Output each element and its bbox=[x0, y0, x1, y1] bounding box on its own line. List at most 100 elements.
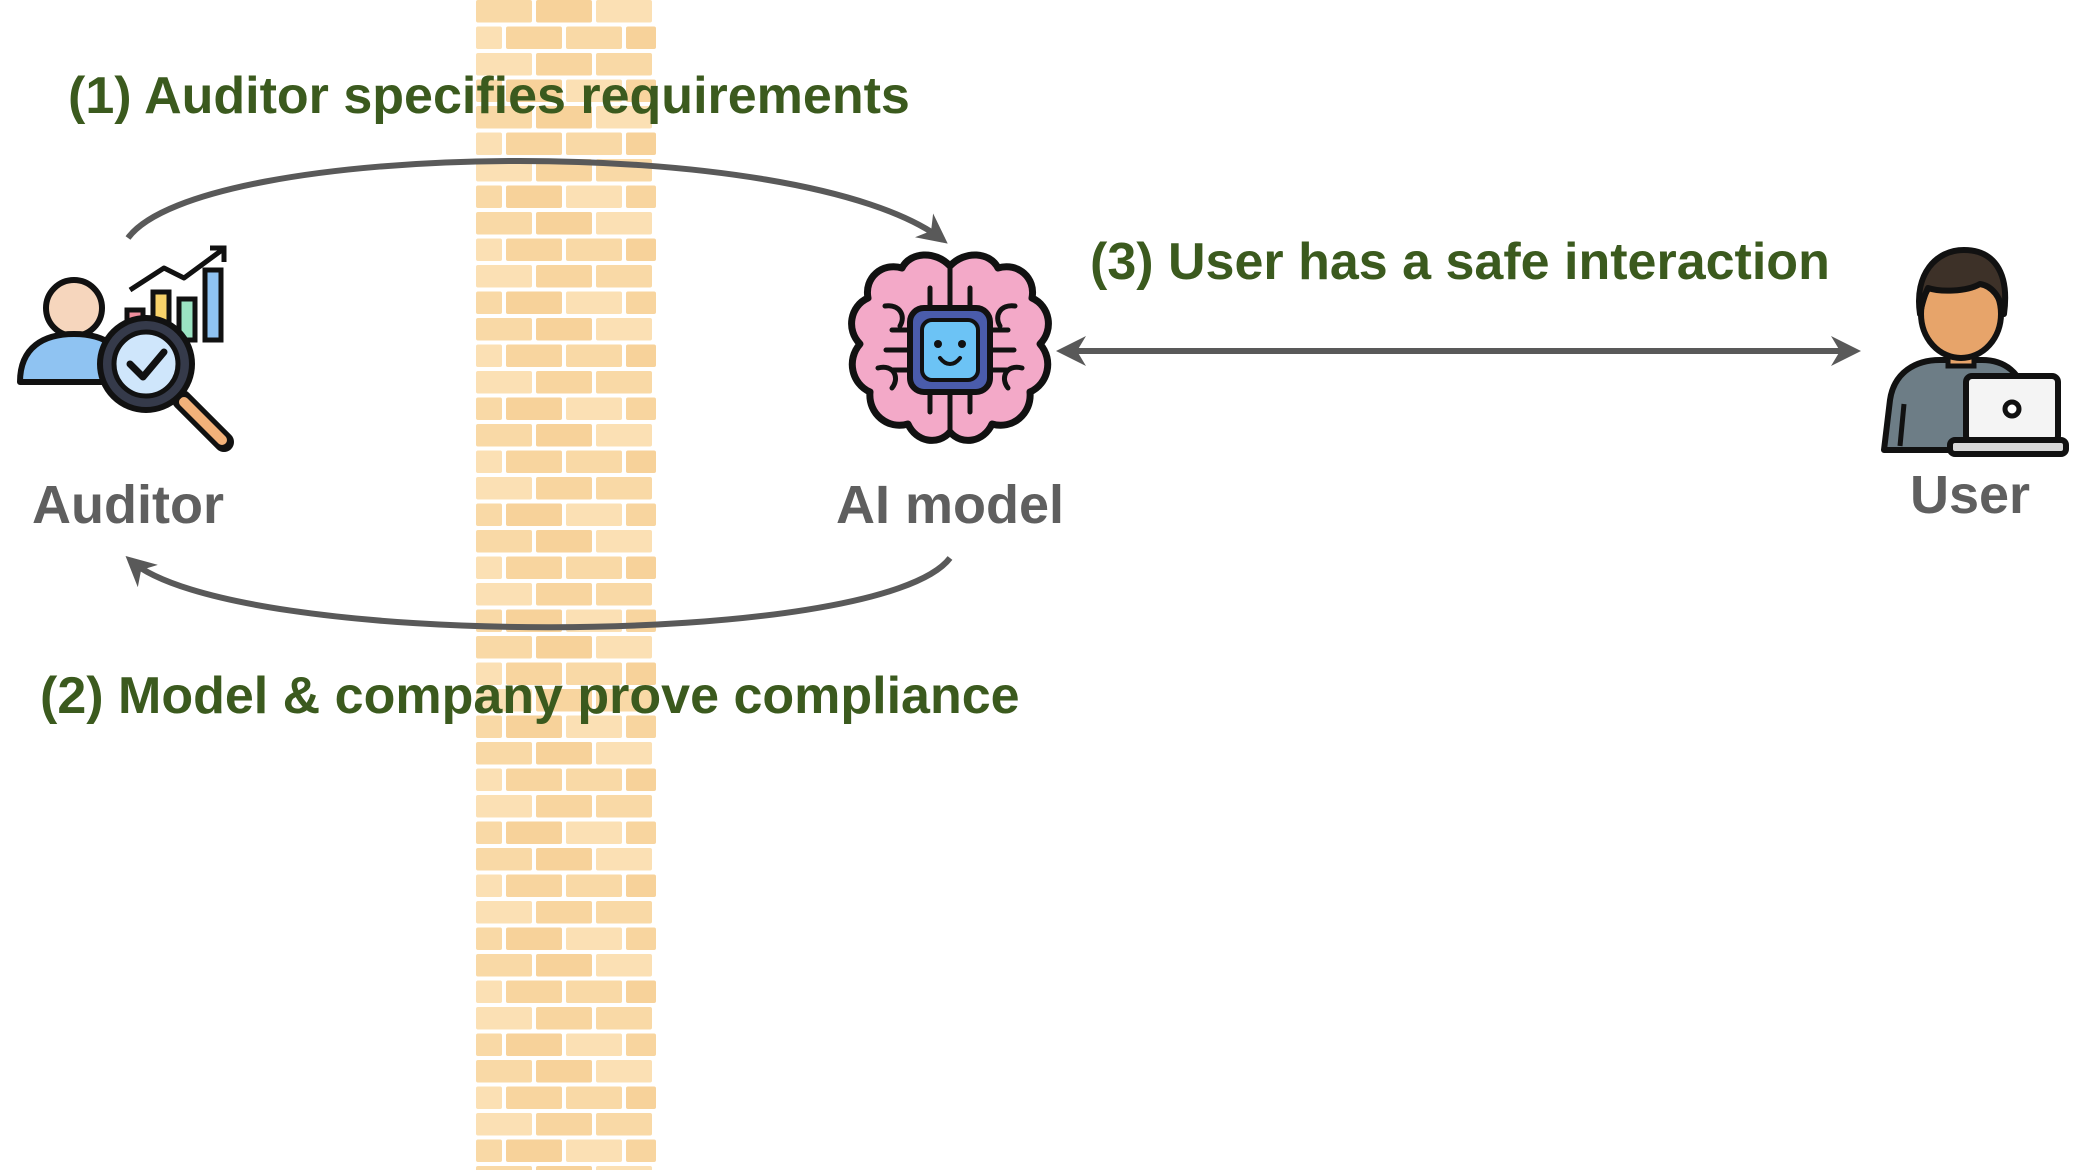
brick bbox=[536, 795, 592, 818]
brick bbox=[566, 132, 622, 155]
brick bbox=[626, 662, 656, 685]
brick bbox=[566, 821, 622, 844]
brick bbox=[476, 344, 502, 367]
brick bbox=[506, 874, 562, 897]
brick bbox=[476, 503, 502, 526]
step3-label: (3) User has a safe interaction bbox=[1090, 233, 1830, 291]
brick bbox=[536, 742, 592, 765]
brick bbox=[506, 397, 562, 420]
brick bbox=[536, 583, 592, 606]
brick bbox=[626, 874, 656, 897]
brick bbox=[596, 795, 652, 818]
brick bbox=[566, 344, 622, 367]
arrow-model-to-auditor bbox=[125, 556, 953, 631]
brick bbox=[506, 662, 562, 685]
brick bbox=[566, 768, 622, 791]
brick bbox=[506, 238, 562, 261]
brick bbox=[566, 79, 622, 102]
brick bbox=[626, 503, 656, 526]
brick bbox=[566, 1086, 622, 1109]
brick bbox=[566, 874, 622, 897]
brick bbox=[596, 530, 652, 553]
brick bbox=[476, 238, 502, 261]
brick bbox=[626, 26, 656, 49]
brick bbox=[626, 132, 656, 155]
brick bbox=[476, 159, 532, 182]
brick bbox=[506, 79, 562, 102]
brick bbox=[476, 53, 532, 76]
brick bbox=[506, 821, 562, 844]
brick bbox=[536, 53, 592, 76]
brick bbox=[566, 662, 622, 685]
step1-label: (1) Auditor specifies requirements bbox=[68, 67, 910, 125]
brick bbox=[596, 1113, 652, 1136]
brick bbox=[596, 583, 652, 606]
brick bbox=[506, 1139, 562, 1162]
brick bbox=[536, 106, 592, 129]
brick bbox=[536, 689, 592, 712]
brick bbox=[536, 477, 592, 500]
brick bbox=[626, 927, 656, 950]
brick bbox=[476, 477, 532, 500]
auditor-magnifier-chart-icon bbox=[17, 245, 234, 452]
brick bbox=[536, 265, 592, 288]
brick bbox=[536, 530, 592, 553]
brick bbox=[536, 0, 592, 23]
brick bbox=[476, 291, 502, 314]
brick bbox=[626, 821, 656, 844]
brick bbox=[506, 185, 562, 208]
ai-model-label: AI model bbox=[835, 475, 1065, 535]
brick bbox=[626, 768, 656, 791]
brick bbox=[476, 636, 532, 659]
brick bbox=[476, 689, 532, 712]
brick bbox=[596, 53, 652, 76]
brick bbox=[476, 1113, 532, 1136]
brick bbox=[506, 980, 562, 1003]
brick bbox=[476, 318, 532, 341]
brick bbox=[476, 1139, 502, 1162]
brick bbox=[536, 636, 592, 659]
brick bbox=[626, 1086, 656, 1109]
brick bbox=[476, 556, 502, 579]
brain-chip-icon bbox=[848, 251, 1052, 444]
brick bbox=[626, 556, 656, 579]
brick bbox=[596, 371, 652, 394]
brick bbox=[596, 212, 652, 235]
brick bbox=[566, 927, 622, 950]
brick bbox=[626, 1139, 656, 1162]
brick bbox=[566, 980, 622, 1003]
brick bbox=[476, 397, 502, 420]
brick bbox=[506, 450, 562, 473]
brick bbox=[566, 715, 622, 738]
brick bbox=[476, 1166, 532, 1170]
brick bbox=[476, 424, 532, 447]
brick bbox=[536, 901, 592, 924]
brick bbox=[596, 1166, 652, 1170]
brick bbox=[476, 980, 502, 1003]
arrow-auditor-to-model bbox=[125, 157, 948, 244]
brick bbox=[626, 344, 656, 367]
brick bbox=[596, 106, 652, 129]
brick bbox=[596, 0, 652, 23]
brick bbox=[506, 556, 562, 579]
brick bbox=[566, 397, 622, 420]
brick bbox=[506, 1033, 562, 1056]
brick bbox=[476, 662, 502, 685]
brick bbox=[596, 689, 652, 712]
person-laptop-icon bbox=[1881, 247, 2069, 457]
step2-label: (2) Model & company prove compliance bbox=[40, 667, 1020, 725]
brick bbox=[626, 980, 656, 1003]
brick bbox=[566, 450, 622, 473]
brick bbox=[566, 1139, 622, 1162]
brick bbox=[476, 1007, 532, 1030]
brick bbox=[596, 265, 652, 288]
brick bbox=[596, 636, 652, 659]
brick bbox=[476, 821, 502, 844]
brick bbox=[476, 1086, 502, 1109]
brick bbox=[536, 371, 592, 394]
brick bbox=[506, 132, 562, 155]
brick bbox=[596, 901, 652, 924]
brick bbox=[566, 1033, 622, 1056]
brick bbox=[476, 874, 502, 897]
brick bbox=[476, 185, 502, 208]
